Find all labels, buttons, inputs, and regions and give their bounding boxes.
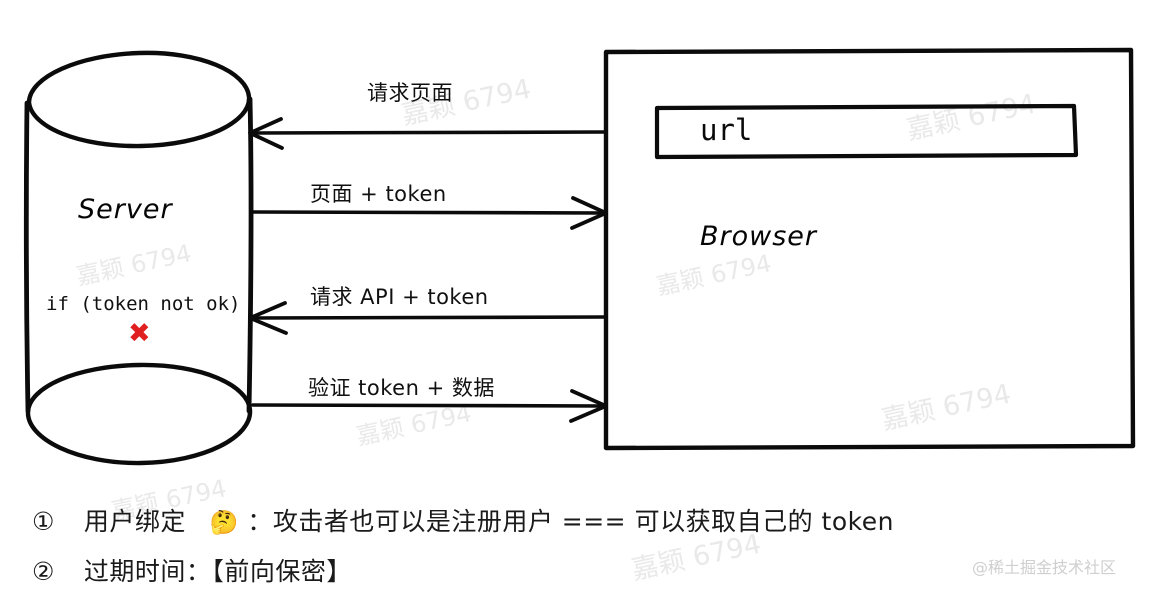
note-line-2: ② 过期时间：【前向保密】 [32,552,352,588]
flow-label-1: 请求页面 [367,81,453,105]
url-input-value[interactable]: url [700,113,753,147]
url-input-box [654,103,1079,160]
server-cylinder-top [26,50,252,149]
server-title: Server [78,194,173,225]
server-cylinder-left-side [23,100,31,414]
flow-label-2: 页面 + token [310,182,447,206]
server-cylinder-right-side [246,96,254,414]
note-marker-2: ② [32,557,55,586]
note-text-1b: ：攻击者也可以是注册用户 === 可以获取自己的 token [247,507,894,536]
note-text-1a: 用户绑定 [83,507,186,536]
fail-cross-icon: ✖ [128,318,151,349]
flow-arrow-1-head [248,117,284,150]
flow-arrow-2-head [570,196,608,230]
thinking-face-icon: 🤔 [209,510,239,536]
note-marker-1: ① [32,507,55,536]
flow-label-3: 请求 API + token [310,285,489,309]
server-condition-text: if (token not ok) [46,293,241,315]
flow-arrow-4-line [251,403,606,408]
note-line-1: ① 用户绑定 🤔 ：攻击者也可以是注册用户 === 可以获取自己的 token [32,502,894,538]
flow-arrow-2-line [251,210,606,215]
flow-arrow-1-line [251,130,607,135]
flow-label-4: 验证 token + 数据 [308,376,495,400]
note-text-2: 过期时间：【前向保密】 [83,557,352,586]
server-cylinder-bottom [25,362,253,466]
flow-arrow-3-line [251,315,607,320]
source-watermark: @稀土掘金技术社区 [972,558,1117,577]
flow-arrow-3-head [248,301,288,335]
flow-arrow-4-head [569,389,608,423]
browser-title: Browser [700,221,818,252]
